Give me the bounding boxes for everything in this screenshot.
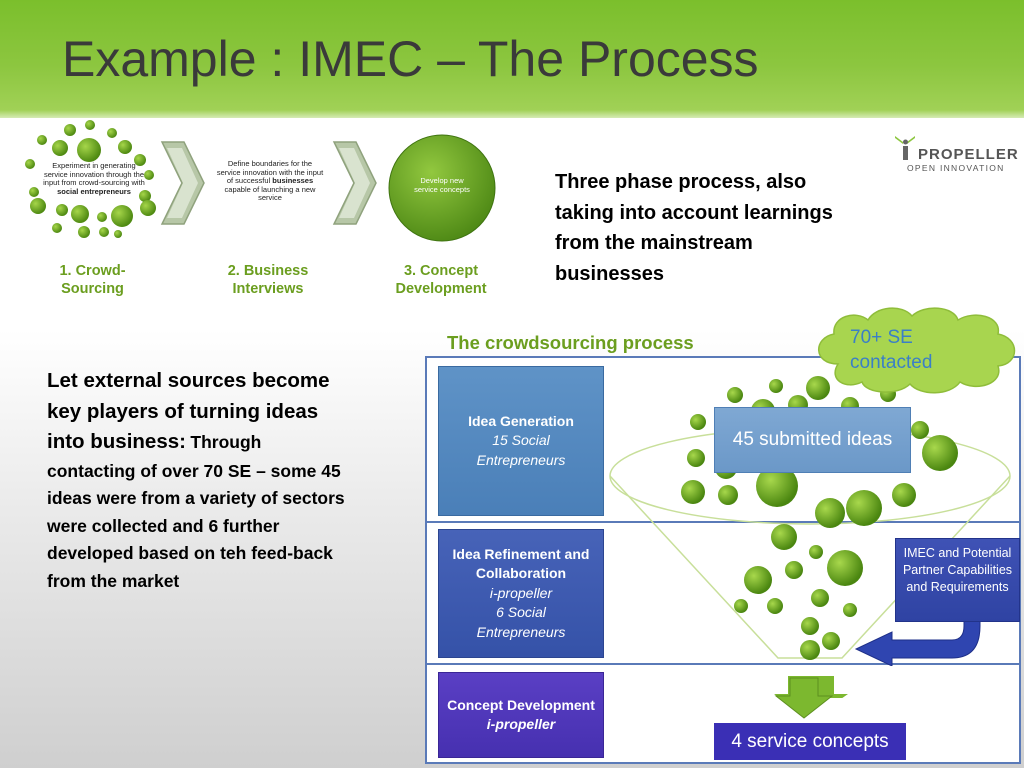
phase-3-description: Develop new service concepts	[414, 176, 470, 194]
logo-subtitle: OPEN INNOVATION	[907, 163, 1005, 173]
crowd-bubbles-graphic	[25, 120, 156, 238]
curved-arrow-icon	[854, 617, 981, 666]
stage-concept-development: Concept Development i-propeller	[438, 672, 604, 758]
submitted-ideas-box: 45 submitted ideas	[714, 407, 911, 473]
phase-1-label: 1. Crowd-Sourcing	[59, 263, 126, 297]
crowdsourcing-title: The crowdsourcing process	[447, 332, 694, 353]
summary-text: Three phase process, also taking into ac…	[555, 171, 833, 285]
phase-2-description: Define boundaries for the service innova…	[216, 159, 324, 202]
page-title: Example : IMEC – The Process	[62, 31, 759, 87]
divider	[425, 663, 1021, 665]
chevron-arrow-icon	[332, 141, 377, 225]
concept-circle-graphic	[388, 134, 496, 242]
left-body-text: Let external sources become key players …	[47, 369, 345, 591]
down-arrow-icon	[774, 677, 834, 719]
stage-idea-refinement: Idea Refinement and Collaboration i-prop…	[438, 529, 604, 658]
logo-name: PROPELLER	[918, 146, 1019, 163]
chevron-arrow-icon	[160, 141, 205, 225]
stage-idea-generation: Idea Generation 15 Social Entrepreneurs	[438, 366, 604, 516]
title-bar	[0, 0, 1024, 118]
cloud-shape	[818, 307, 1016, 394]
service-concepts-box: 4 service concepts	[714, 723, 906, 760]
propeller-logo-icon	[895, 136, 915, 160]
divider	[425, 521, 1021, 523]
imec-partner-box: IMEC and Potential Partner Capabilities …	[895, 538, 1020, 622]
phase-1-description: Experiment in generating service innovat…	[43, 161, 145, 196]
cloud-text: 70+ SE contacted	[850, 327, 933, 373]
